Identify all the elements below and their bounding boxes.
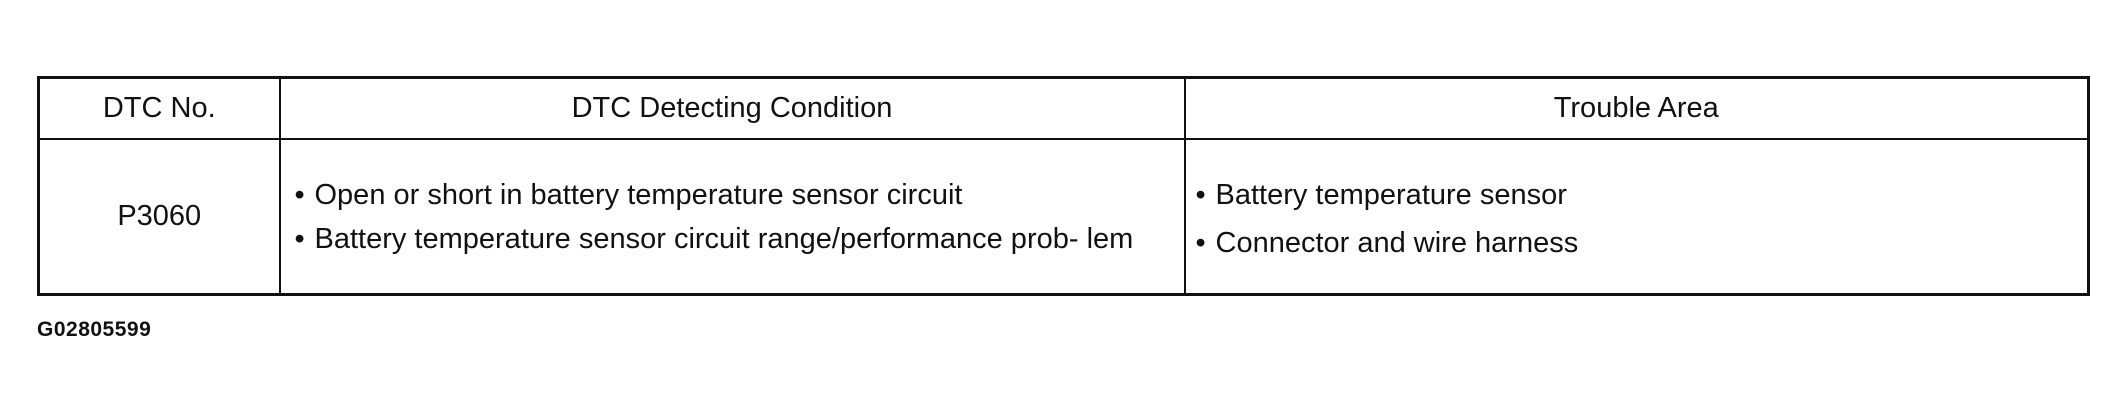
header-dtc-no: DTC No. [37,76,281,140]
header-detecting-condition: DTC Detecting Condition [278,76,1186,140]
header-trouble-area: Trouble Area [1183,76,2090,140]
condition-item: Battery temperature sensor circuit range… [295,217,1166,261]
trouble-area-item: Battery temperature sensor [1196,171,2070,219]
trouble-area-list: Battery temperature sensor Connector and… [1186,171,2088,267]
condition-list: Open or short in battery temperature sen… [281,173,1184,261]
trouble-area-item: Connector and wire harness [1196,219,2070,267]
table-header-row: DTC No. DTC Detecting Condition Trouble … [37,76,2090,140]
figure-id-label: G02805599 [37,318,152,341]
condition-item: Open or short in battery temperature sen… [295,173,1166,217]
dtc-code-cell: P3060 [37,138,281,296]
dtc-table: DTC No. DTC Detecting Condition Trouble … [37,76,2090,296]
table-row: P3060 Open or short in battery temperatu… [37,138,2090,296]
trouble-area-cell: Battery temperature sensor Connector and… [1183,138,2090,296]
detecting-condition-cell: Open or short in battery temperature sen… [278,138,1186,296]
